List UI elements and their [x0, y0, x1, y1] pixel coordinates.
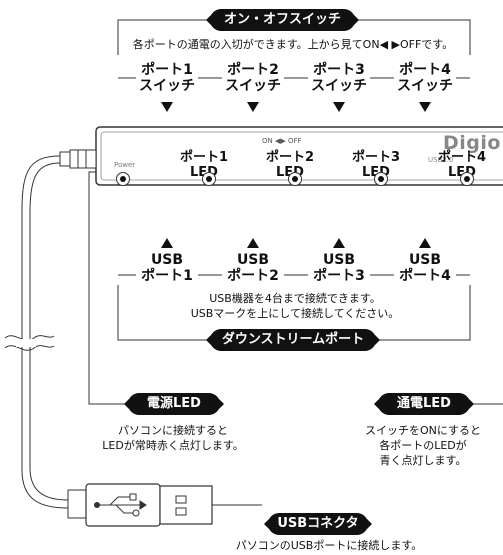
power-led-badge: 電源LED: [124, 393, 224, 415]
port-led-3: [374, 172, 388, 186]
port-arrow-4: [419, 238, 431, 248]
usb-spec-marking: USB2.0: [428, 156, 454, 164]
comm-led-description-2: 各ポートのLEDが: [379, 439, 467, 452]
usb-connector-description: パソコンのUSBポートに接続します。: [235, 539, 423, 552]
brand-logo: Digio: [443, 132, 501, 154]
switch-title-badge: オン・オフスイッチ: [206, 9, 359, 31]
port-arrow-2: [247, 238, 259, 248]
power-led-description-2: LEDが常時赤く点灯します。: [102, 439, 244, 452]
ports-description-2: USBマークを上にして接続してください。: [190, 307, 400, 320]
comm-led-description-3: 青く点灯します。: [379, 454, 467, 467]
port-led-2: [288, 172, 302, 186]
usb-connector-badge: USBコネクタ: [264, 513, 372, 535]
comm-led-badge: 通電LED: [374, 393, 474, 415]
ports-description-1: USB機器を4台まで接続できます。: [209, 292, 381, 305]
port-arrow-1: [161, 238, 173, 248]
switch-arrow-4: [419, 102, 431, 112]
comm-led-description-1: スイッチをONにすると: [365, 424, 481, 437]
downstream-port-badge: ダウンストリームポート: [206, 329, 380, 351]
switch-description: 各ポートの通電の入切ができます。上から見てON◀ ▶OFFです。: [132, 38, 454, 51]
port-led-1: [202, 172, 216, 186]
switch-arrow-1: [161, 102, 173, 112]
port-arrow-3: [333, 238, 345, 248]
power-marking: Power: [114, 161, 136, 169]
switch-arrow-3: [333, 102, 345, 112]
port-led-4: [460, 172, 474, 186]
switch-arrow-2: [247, 102, 259, 112]
power-led: [116, 172, 130, 186]
power-led-description-1: パソコンに接続すると: [118, 424, 228, 437]
on-off-marking: ON ◀▶ OFF: [262, 137, 302, 145]
